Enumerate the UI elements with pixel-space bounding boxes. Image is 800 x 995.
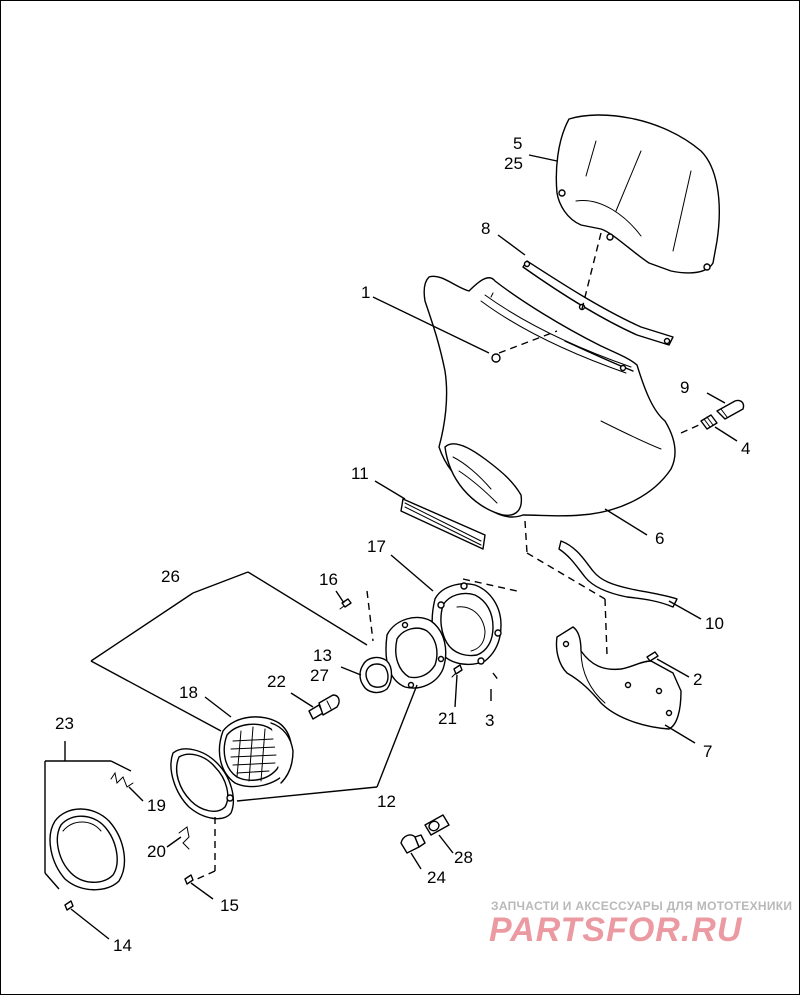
callout-27: 27 (310, 666, 329, 685)
fairing (423, 275, 676, 518)
callout-labels: 5 25 8 1 9 4 11 6 17 26 16 10 13 27 22 2… (55, 134, 750, 955)
mount-bolt (716, 399, 745, 420)
callout-28: 28 (454, 848, 473, 867)
callout-2: 2 (693, 670, 702, 689)
fairing-screw (491, 353, 501, 363)
retaining-ring (170, 748, 235, 820)
retaining-ring-screw (184, 874, 194, 885)
callout-4: 4 (741, 439, 750, 458)
callout-1: 1 (361, 283, 370, 302)
housing-screw (451, 664, 463, 678)
callout-6: 6 (655, 529, 664, 548)
headlamp-mount-ring (385, 616, 447, 689)
callout-5: 5 (513, 134, 522, 153)
position-lamp-bulb (400, 834, 426, 854)
lower-trim-bracket (558, 540, 678, 608)
adjuster-spring (110, 771, 134, 788)
sealed-beam-lamp (218, 716, 294, 788)
fairing-seal-strip (400, 498, 486, 550)
callout-24: 24 (427, 868, 446, 887)
watermark-logo: PARTSFOR.RU (489, 911, 743, 949)
trim-collar (359, 656, 393, 694)
callout-17: 17 (367, 537, 386, 556)
callout-12: 12 (377, 792, 396, 811)
callout-15: 15 (220, 896, 239, 915)
mount-nut (700, 414, 718, 430)
callout-9: 9 (680, 378, 689, 397)
callout-3: 3 (485, 711, 494, 730)
outer-trim-ring (49, 808, 126, 891)
lower-cover (555, 626, 682, 730)
watermark-tagline: ЗАПЧАСТИ И АКСЕССУАРЫ ДЛЯ МОТОТЕХНИКИ (491, 899, 793, 913)
assembly-centerlines (196, 232, 700, 880)
callout-21: 21 (438, 709, 457, 728)
trim-ring-screw (64, 900, 74, 911)
cover-screw (646, 651, 659, 662)
callout-23: 23 (55, 714, 74, 733)
callout-18: 18 (179, 683, 198, 702)
callout-7: 7 (703, 742, 712, 761)
housing-top-screw (339, 598, 352, 610)
callout-22: 22 (267, 672, 286, 691)
windshield (555, 114, 720, 274)
callout-14: 14 (113, 936, 132, 955)
adjuster-clip (178, 826, 190, 850)
callout-20: 20 (147, 842, 166, 861)
headlamp-bulb (308, 694, 340, 720)
callout-25: 25 (504, 154, 523, 173)
callout-19: 19 (147, 796, 166, 815)
leader-lines (44, 154, 738, 940)
callout-11: 11 (351, 464, 369, 483)
callout-26: 26 (161, 567, 180, 586)
callout-8: 8 (481, 219, 490, 238)
position-lamp-socket (424, 814, 450, 836)
callout-13: 13 (313, 646, 332, 665)
callout-10: 10 (705, 614, 724, 633)
headlamp-housing (431, 582, 502, 666)
callout-16: 16 (319, 570, 338, 589)
